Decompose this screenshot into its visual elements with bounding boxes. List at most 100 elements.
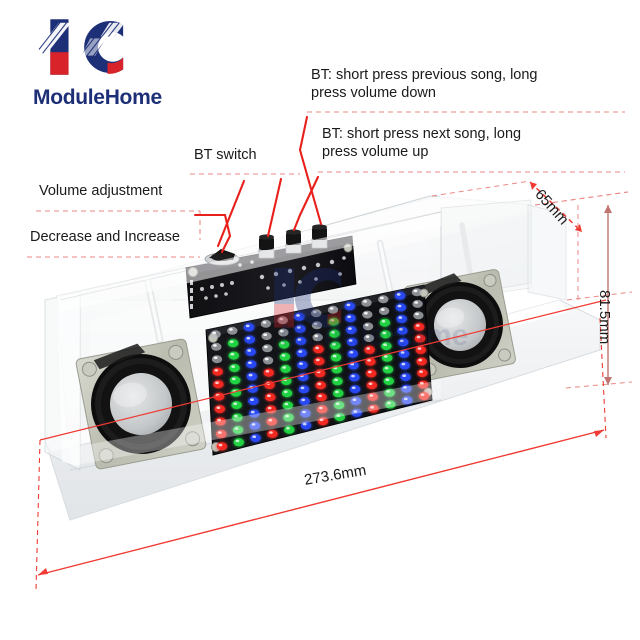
led-highlight [246, 336, 251, 340]
led-pixel [250, 434, 261, 443]
led-highlight [234, 414, 238, 418]
led-highlight [231, 377, 236, 381]
led-pixel [280, 364, 291, 373]
led-pixel [264, 381, 275, 389]
led-highlight [265, 370, 270, 373]
led-pixel [332, 377, 343, 386]
led-pixel [227, 339, 239, 348]
led-highlight [215, 381, 219, 385]
brand-name: ModuleHome [33, 86, 162, 109]
led-highlight [299, 362, 303, 366]
led-pixel [298, 385, 310, 394]
led-highlight [333, 366, 338, 370]
led-highlight [262, 321, 267, 324]
led-highlight [248, 373, 253, 377]
led-pixel [262, 356, 274, 365]
led-highlight [396, 293, 401, 296]
led-highlight [248, 361, 252, 365]
led-highlight [364, 311, 368, 315]
led-highlight [230, 352, 235, 356]
led-pixel [233, 438, 244, 447]
svg-text:ModuleHome: ModuleHome [280, 319, 468, 352]
led-highlight [213, 344, 217, 347]
led-highlight [316, 370, 321, 374]
led-pixel [362, 310, 373, 319]
led-highlight [284, 402, 289, 406]
led-highlight [281, 354, 286, 357]
led-pixel [315, 381, 326, 390]
led-highlight [368, 382, 373, 386]
led-pixel [297, 361, 308, 370]
led-highlight [414, 301, 419, 304]
led-pixel [417, 369, 428, 378]
led-pixel [394, 291, 406, 300]
led-highlight [267, 394, 271, 398]
led-highlight [249, 386, 254, 389]
led-highlight [383, 355, 388, 358]
led-pixel [263, 368, 274, 377]
acrylic-highlight [57, 212, 441, 312]
led-pixel [399, 361, 410, 370]
led-highlight [329, 307, 334, 310]
led-pixel [333, 389, 344, 398]
led-pixel [349, 385, 361, 394]
led-pixel [245, 347, 256, 356]
led-pixel [348, 361, 359, 370]
led-pixel [378, 295, 389, 304]
led-pixel [298, 373, 309, 382]
led-highlight [318, 394, 322, 398]
led-highlight [350, 362, 355, 366]
led-highlight [267, 406, 272, 410]
led-pixel [247, 384, 258, 393]
led-pixel [211, 342, 222, 351]
led-pixel [349, 373, 360, 382]
led-highlight [299, 374, 304, 378]
callout-bt-previous: BT: short press previous song, long pres… [311, 67, 538, 101]
led-pixel [382, 353, 393, 362]
led-highlight [296, 314, 300, 317]
led-highlight [215, 393, 220, 397]
callout-bt-switch: BT switch [194, 147, 257, 163]
led-highlight [214, 369, 219, 372]
led-highlight [363, 300, 367, 303]
led-pixel [361, 298, 372, 307]
led-pixel [416, 357, 427, 366]
led-pixel [244, 335, 255, 344]
led-highlight [266, 382, 270, 385]
led-pixel [382, 365, 394, 374]
led-highlight [264, 345, 268, 349]
dimension-label-height: 81.5mm [596, 290, 613, 345]
led-highlight [415, 312, 419, 316]
led-pixel [230, 376, 241, 385]
led-pixel [279, 352, 291, 361]
callout-bt-next: BT: short press next song, long press vo… [322, 126, 522, 160]
led-pixel [228, 351, 239, 360]
led-pixel [227, 326, 238, 335]
led-pixel [330, 353, 342, 362]
led-pixel [316, 393, 327, 402]
led-highlight [245, 324, 250, 328]
ic-monogram-icon [38, 19, 125, 75]
callout-volume-adjustment: Volume adjustment [39, 183, 163, 199]
led-highlight [283, 390, 288, 394]
led-highlight [397, 304, 402, 308]
led-pixel [400, 373, 411, 382]
led-pixel [378, 307, 390, 315]
led-highlight [418, 358, 423, 362]
led-highlight [317, 382, 322, 386]
led-pixel [281, 377, 292, 386]
led-highlight [218, 443, 223, 447]
led-pixel [231, 401, 242, 410]
led-highlight [229, 328, 233, 331]
led-pixel [246, 360, 257, 369]
led-pixel [366, 369, 377, 378]
led-pixel [284, 425, 295, 434]
led-highlight [252, 435, 257, 439]
led-pixel [383, 377, 394, 386]
led-pixel [344, 302, 355, 311]
led-highlight [229, 340, 234, 344]
led-pixel [365, 357, 376, 366]
led-pixel [262, 344, 273, 353]
led-highlight [334, 378, 338, 382]
led-pixel [411, 288, 423, 297]
